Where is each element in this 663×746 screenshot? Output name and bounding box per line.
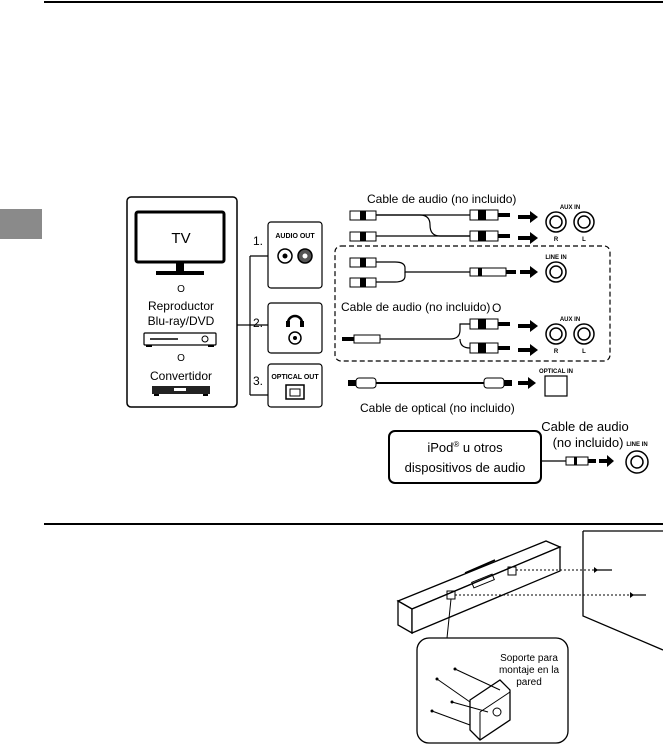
top-rule — [44, 1, 663, 3]
mini-to-rca-cable — [342, 318, 538, 356]
aux-l-label-2: L — [582, 349, 586, 355]
bracket-label-line1: Soporte para — [500, 653, 558, 664]
mount-guide-lines — [446, 567, 646, 639]
audio-out-label: AUDIO OUT — [275, 233, 315, 240]
aux-r-label-1: R — [554, 237, 559, 243]
ipod-line1: iPod® u otros — [427, 440, 503, 455]
ipod-box: iPod® u otros dispositivos de audio — [388, 430, 542, 484]
rca-to-mini-cable — [349, 257, 538, 288]
ipod-line2: dispositivos de audio — [405, 460, 526, 475]
audio-out-box: AUDIO OUT — [267, 221, 323, 289]
cable-optical-label: Cable de optical (no incluido) — [360, 401, 515, 415]
step-2-label: 2. — [253, 316, 263, 330]
tv-icon — [134, 210, 226, 275]
line-in-label-1: LINE IN — [545, 255, 566, 261]
set-top-box-icon — [152, 386, 210, 396]
alternative-group-frame — [334, 245, 611, 362]
section-tab — [0, 209, 42, 239]
optical-out-label: OPTICAL OUT — [271, 374, 319, 381]
decoder-label: Convertidor — [150, 369, 212, 383]
source-devices-panel: TV O Reproductor Blu-ray/DVD O Convertid… — [126, 196, 238, 408]
aux-in-label-1: AUX IN — [560, 205, 580, 211]
aux-in-jacks-2: AUX IN R L — [545, 317, 595, 355]
ipod-cable-line1: Cable de audio — [541, 419, 628, 434]
ipod-cable-line2: (no incluido) — [553, 435, 624, 450]
aux-in-jacks-1: AUX IN R L — [545, 205, 595, 243]
line-in-jack-1: LINE IN — [545, 255, 567, 283]
tv-label: TV — [171, 230, 190, 247]
cable-audio-label-2: Cable de audio (no incluido) — [341, 300, 490, 314]
aux-in-label-2: AUX IN — [560, 317, 580, 323]
step-3-label: 3. — [253, 374, 263, 388]
optical-in-label: OPTICAL IN — [539, 369, 573, 375]
line-in-jack-2: LINE IN — [625, 442, 649, 474]
optical-in-jack: OPTICAL IN — [539, 369, 573, 397]
bracket-label-line2: montaje en la — [499, 665, 559, 676]
or-label-2: O — [177, 353, 185, 364]
bluray-player-icon — [143, 332, 217, 347]
headphone-out-box — [267, 302, 323, 354]
bracket-label-line3: pared — [516, 677, 542, 688]
or-label-3: O — [492, 301, 501, 315]
cable-audio-label-1: Cable de audio (no incluido) — [367, 192, 516, 206]
line-in-label-2: LINE IN — [626, 442, 647, 448]
optical-cable — [348, 377, 536, 389]
aux-r-label-2: R — [554, 349, 559, 355]
soundbar-illustration — [396, 540, 562, 635]
player-label-line2: Blu-ray/DVD — [148, 314, 215, 328]
rca-cable-1 — [349, 209, 538, 244]
optical-out-box: OPTICAL OUT — [267, 363, 323, 408]
aux-l-label-1: L — [582, 237, 586, 243]
bracket-lines — [237, 255, 268, 396]
ipod-mini-cable — [541, 455, 614, 467]
wall-illustration — [582, 530, 663, 651]
step-1-label: 1. — [253, 234, 263, 248]
or-label-1: O — [177, 284, 185, 295]
bracket-detail: Soporte para montaje en la pared — [416, 637, 569, 744]
player-label-line1: Reproductor — [148, 299, 214, 313]
middle-rule — [44, 523, 663, 525]
headphone-icon — [286, 314, 304, 324]
